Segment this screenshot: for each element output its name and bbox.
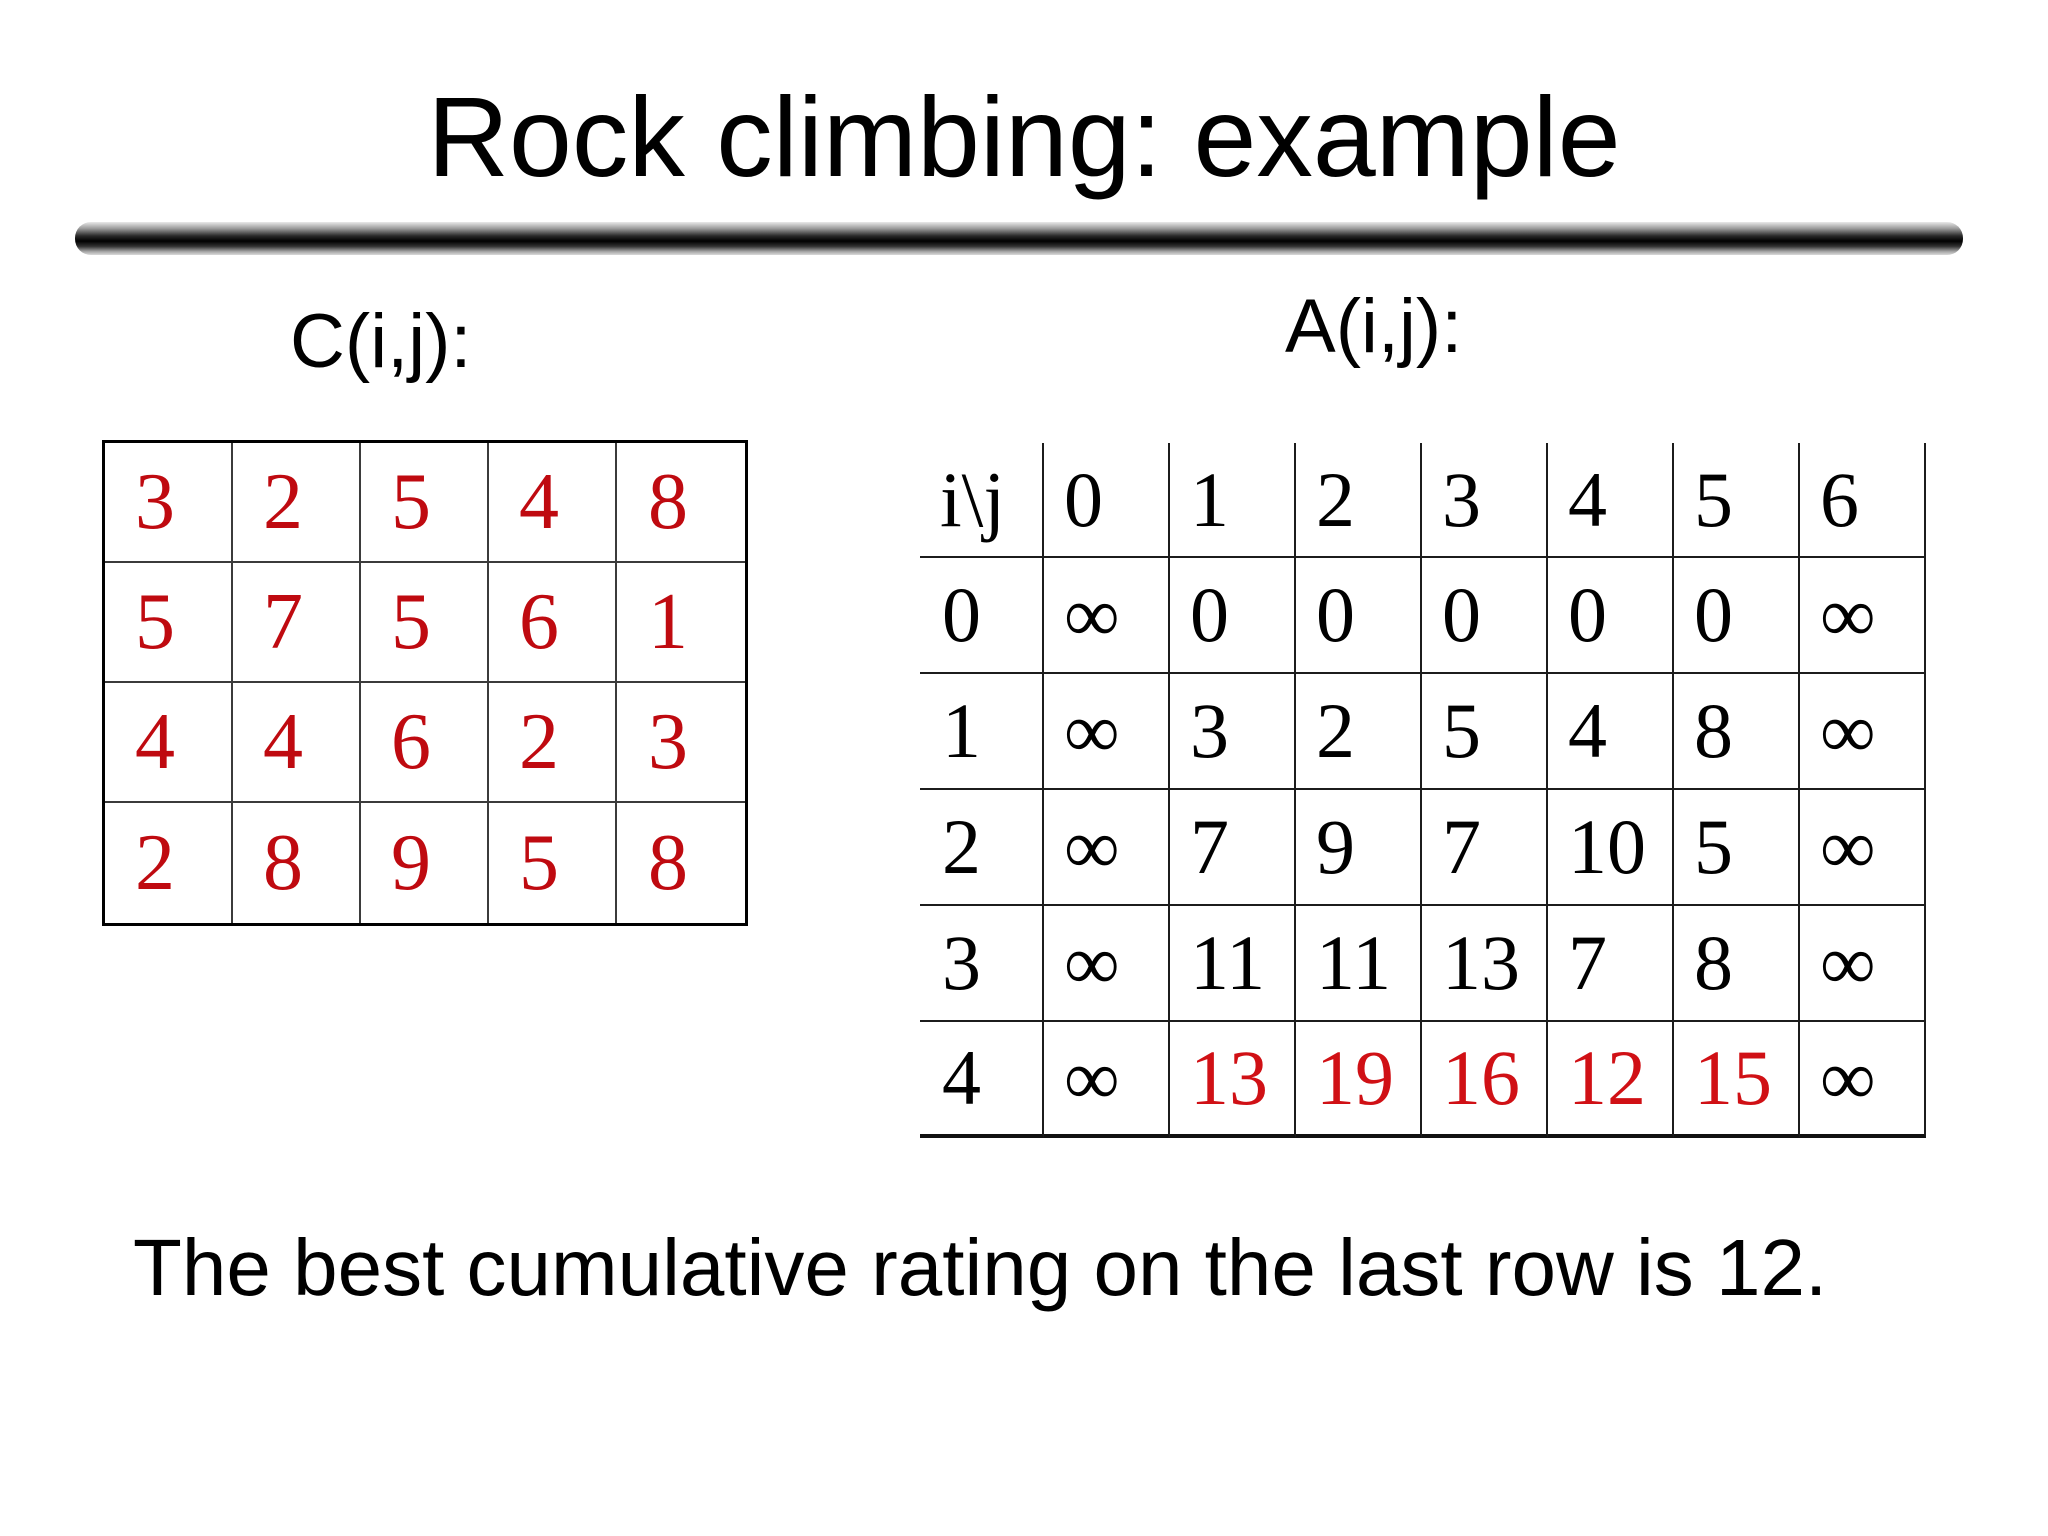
c-cell-2-1: 4 — [233, 683, 361, 803]
c-cell-0-4: 8 — [617, 443, 745, 563]
a-cell-4-7: ∞ — [1800, 1022, 1926, 1138]
c-cell-1-2: 5 — [361, 563, 489, 683]
a-cell-4-4: 16 — [1422, 1022, 1548, 1138]
c-cell-2-0: 4 — [105, 683, 233, 803]
a-cell-0-2: 0 — [1170, 558, 1296, 674]
a-cell-0-5: 0 — [1548, 558, 1674, 674]
c-cell-2-4: 3 — [617, 683, 745, 803]
c-cell-3-0: 2 — [105, 803, 233, 923]
a-cell-3-2: 11 — [1170, 906, 1296, 1022]
a-cell-2-4: 7 — [1422, 790, 1548, 906]
a-cell-1-2: 3 — [1170, 674, 1296, 790]
a-cell-2-0: 2 — [920, 790, 1044, 906]
c-table-label: C(i,j): — [290, 299, 472, 384]
a-cell-1-0: 1 — [920, 674, 1044, 790]
a-cell-1-5: 4 — [1548, 674, 1674, 790]
a-cell-3-3: 11 — [1296, 906, 1422, 1022]
c-cell-1-0: 5 — [105, 563, 233, 683]
c-cell-1-3: 6 — [489, 563, 617, 683]
a-cell-0-1: ∞ — [1044, 558, 1170, 674]
slide-title: Rock climbing: example — [427, 74, 1621, 200]
a-cell-1-3: 2 — [1296, 674, 1422, 790]
c-cell-1-4: 1 — [617, 563, 745, 683]
a-cell-0-4: 0 — [1422, 558, 1548, 674]
a-cell-2-6: 5 — [1674, 790, 1800, 906]
a-cell-3-6: 8 — [1674, 906, 1800, 1022]
a-cell-3-5: 7 — [1548, 906, 1674, 1022]
a-header-1: 0 — [1044, 443, 1170, 558]
c-cell-3-4: 8 — [648, 818, 688, 907]
a-cell-4-1: ∞ — [1044, 1022, 1170, 1138]
c-cell-0-2: 5 — [361, 443, 489, 563]
a-cell-3-1: ∞ — [1044, 906, 1170, 1022]
a-header-2: 1 — [1170, 443, 1296, 558]
a-header-4: 3 — [1422, 443, 1548, 558]
title-divider-bar — [75, 222, 1963, 255]
c-cell-2-3: 2 — [489, 683, 617, 803]
a-cell-4-5: 12 — [1548, 1022, 1674, 1138]
a-cell-2-2: 7 — [1170, 790, 1296, 906]
footer-text: The best cumulative rating on the last r… — [133, 1223, 1828, 1312]
a-cell-1-4: 5 — [1422, 674, 1548, 790]
a-cell-4-3: 19 — [1296, 1022, 1422, 1138]
a-header-5: 4 — [1548, 443, 1674, 558]
c-cell-3-3: 5 — [489, 803, 617, 923]
a-cell-0-6: 0 — [1674, 558, 1800, 674]
c-cell-0-3: 4 — [489, 443, 617, 563]
c-cell-3-2: 9 — [361, 803, 489, 923]
c-cell-1-1: 7 — [233, 563, 361, 683]
a-table-label: A(i,j): — [1285, 284, 1463, 369]
a-header-6: 5 — [1674, 443, 1800, 558]
a-cell-0-3: 0 — [1296, 558, 1422, 674]
c-cell-0-1: 2 — [233, 443, 361, 563]
a-cell-1-7: ∞ — [1800, 674, 1926, 790]
a-cell-4-0: 4 — [920, 1022, 1044, 1138]
c-cell-0-0: 3 — [105, 443, 233, 563]
a-cell-2-7: ∞ — [1800, 790, 1926, 906]
a-header-7: 6 — [1800, 443, 1926, 558]
c-cell-3-1: 8 — [233, 803, 361, 923]
a-cell-1-1: ∞ — [1044, 674, 1170, 790]
c-cell-2-2: 6 — [361, 683, 489, 803]
a-cell-0-7: ∞ — [1800, 558, 1926, 674]
a-cell-3-7: ∞ — [1800, 906, 1926, 1022]
a-cell-4-2: 13 — [1170, 1022, 1296, 1138]
a-cell-2-1: ∞ — [1044, 790, 1170, 906]
a-cell-2-5: 10 — [1548, 790, 1674, 906]
a-cell-0-0: 0 — [920, 558, 1044, 674]
a-cell-4-6: 15 — [1674, 1022, 1800, 1138]
a-cell-3-0: 3 — [920, 906, 1044, 1022]
a-cell-3-4: 13 — [1422, 906, 1548, 1022]
a-header-3: 2 — [1296, 443, 1422, 558]
a-cell-1-6: 8 — [1674, 674, 1800, 790]
a-cell-2-3: 9 — [1296, 790, 1422, 906]
a-header-0: i\j — [920, 443, 1044, 558]
